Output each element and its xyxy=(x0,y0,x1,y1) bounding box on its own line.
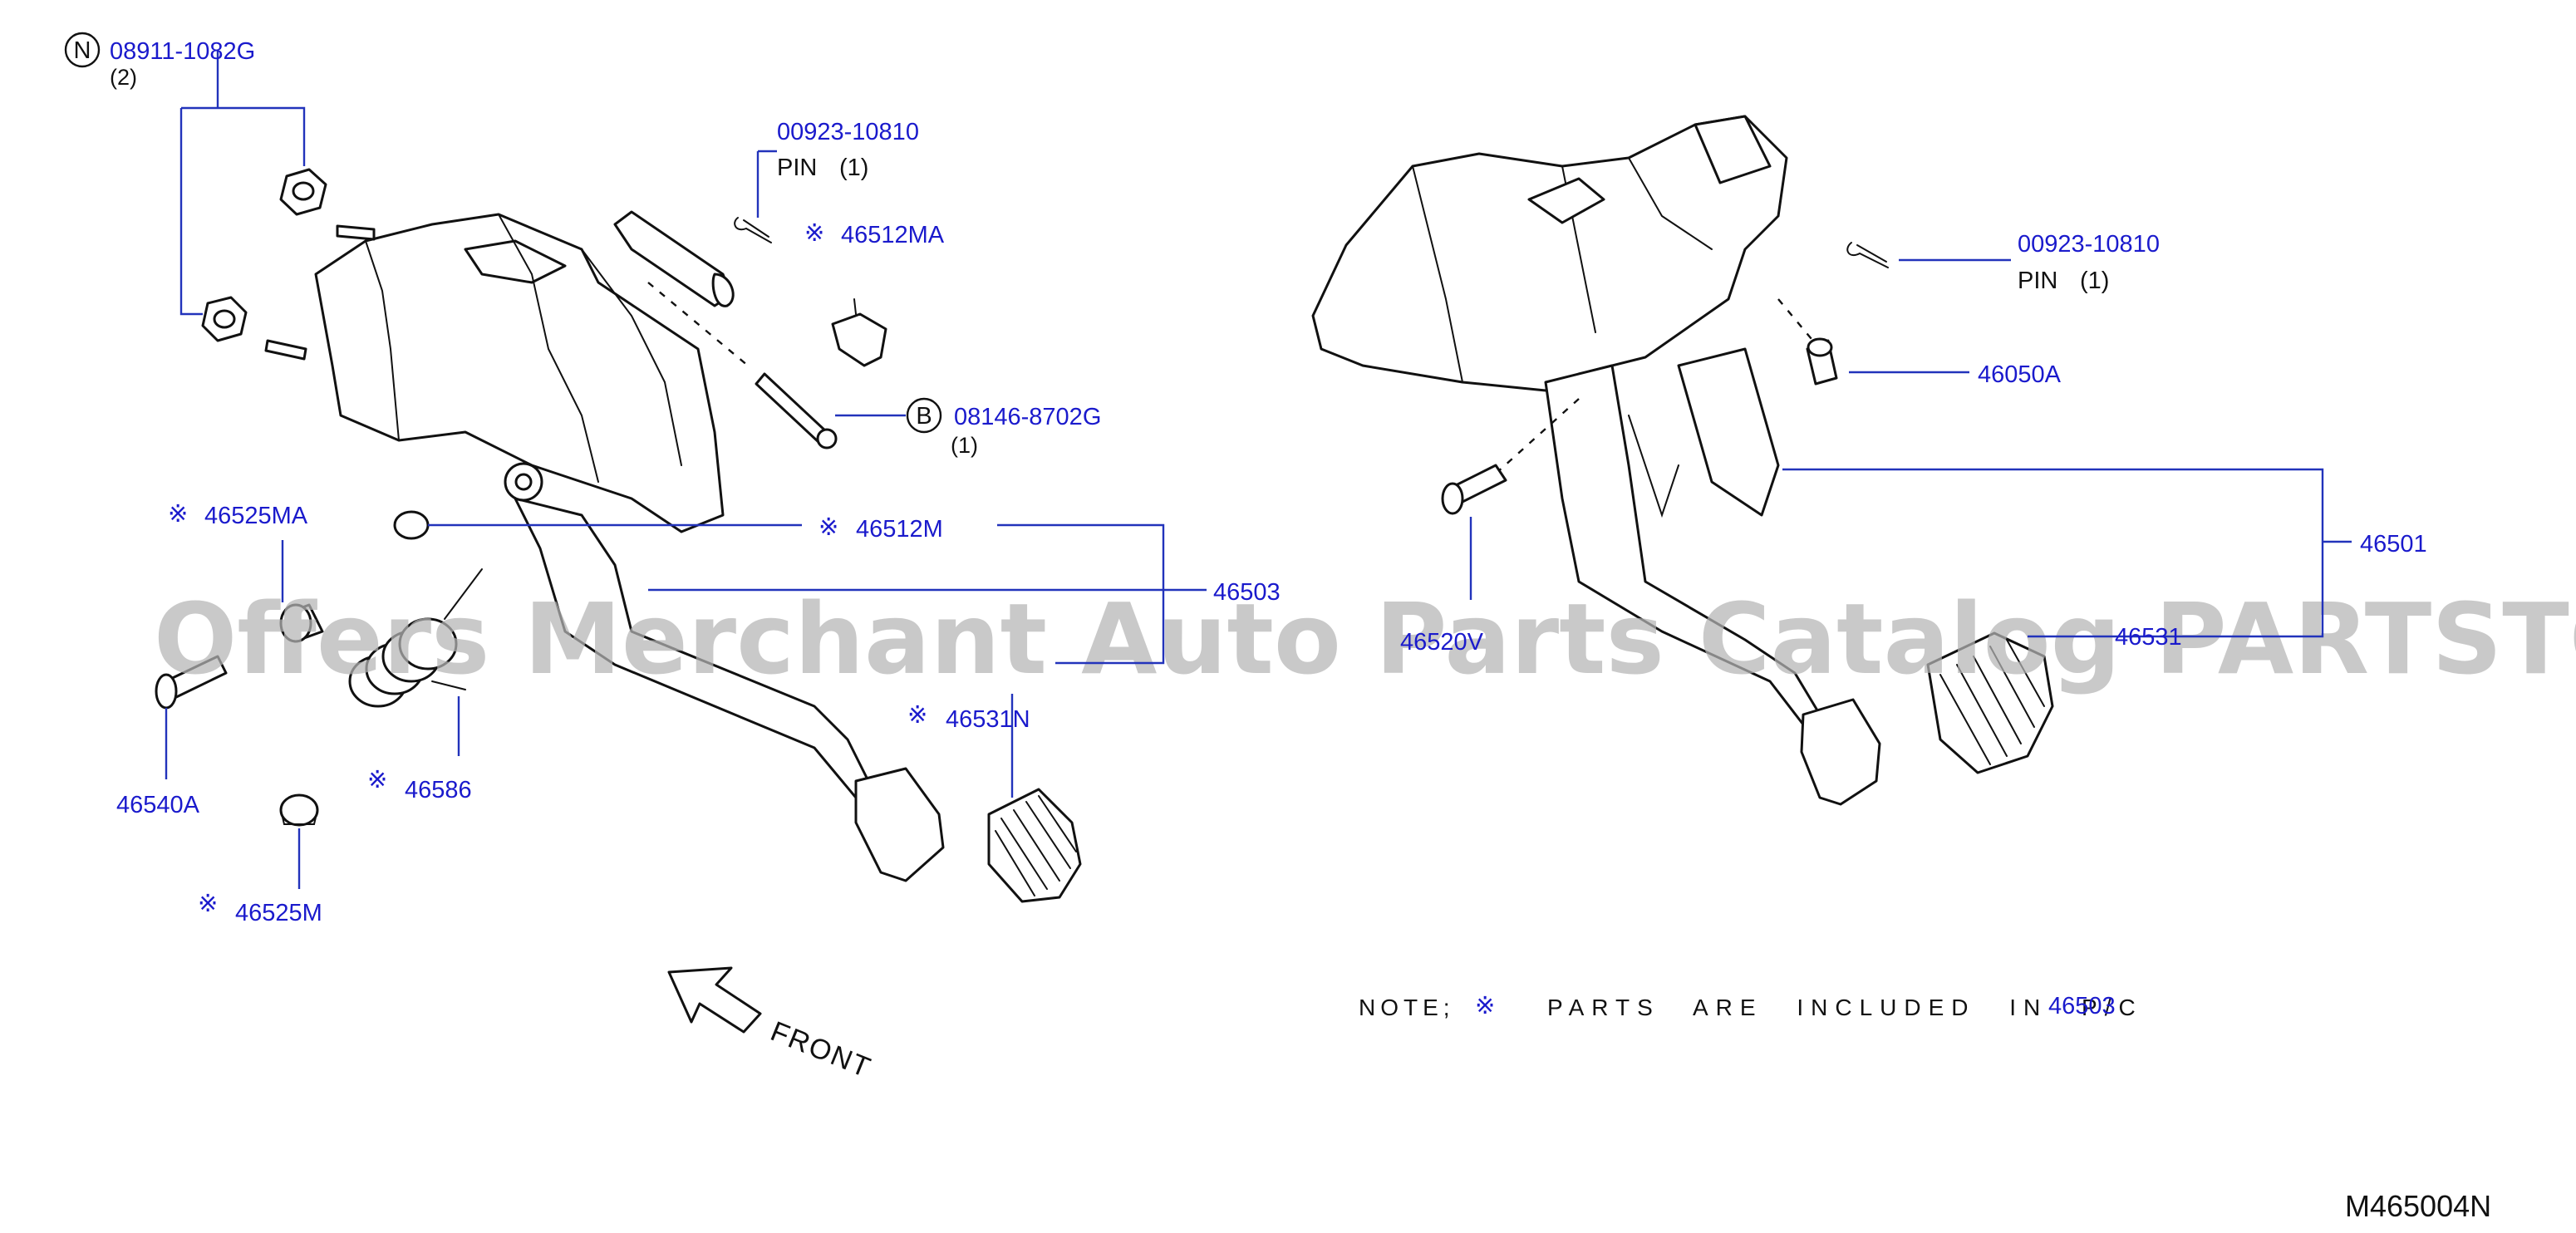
included-mark-46512M: ※ xyxy=(819,514,838,541)
callout-46501[interactable]: 46501 xyxy=(2360,531,2427,558)
callout-46512MA[interactable]: ※ 46512MA xyxy=(804,220,945,248)
note-part-number-46503[interactable]: 46503 xyxy=(2048,993,2116,1019)
pin-name-left: PIN xyxy=(777,155,817,181)
included-mark-46531N: ※ xyxy=(907,702,927,729)
part-number-46540A[interactable]: 46540A xyxy=(116,792,200,818)
part-number-46503[interactable]: 46503 xyxy=(1213,579,1281,606)
callout-46540A[interactable]: 46540A xyxy=(116,792,200,818)
return-spring-46586-drawing xyxy=(348,568,483,708)
part-number-46531N[interactable]: 46531N xyxy=(946,706,1030,733)
included-mark-46512MA: ※ xyxy=(804,220,824,247)
part-number-46520V[interactable]: 46520V xyxy=(1400,629,1484,656)
part-number-46501[interactable]: 46501 xyxy=(2360,531,2427,558)
callout-46525M[interactable]: ※ 46525M xyxy=(198,891,322,926)
pedal-pad-46531-drawing xyxy=(1926,631,2054,774)
part-number-46525MA[interactable]: 46525MA xyxy=(204,503,308,529)
nut-08911-lower-drawing xyxy=(201,296,248,342)
note-line: NOTE; ※ PARTS ARE INCLUDED IN P/C 46503 xyxy=(1359,993,2143,1020)
part-number-08911-1082G[interactable]: 08911-1082G xyxy=(110,38,255,65)
nut-symbol: N xyxy=(74,37,91,64)
callout-46050A[interactable]: 46050A xyxy=(1978,361,2062,388)
leader-lines xyxy=(165,50,2352,889)
qty-08146-8702G: (1) xyxy=(951,433,978,458)
callout-08146-8702G[interactable]: B 08146-8702G (1) xyxy=(906,397,1101,458)
callout-pin-left[interactable]: 00923-10810 PIN (1) xyxy=(777,119,919,181)
clutch-pedal-drawing xyxy=(155,168,1082,1034)
figure-id: M465004N xyxy=(2345,1189,2491,1223)
callout-46503[interactable]: 46503 xyxy=(1213,579,1281,606)
callout-46531[interactable]: 46531 xyxy=(2115,624,2182,651)
part-number-46586[interactable]: 46586 xyxy=(405,777,472,803)
note-included-mark: ※ xyxy=(1475,993,1495,1019)
included-mark-46586: ※ xyxy=(367,767,387,793)
included-mark-46525M: ※ xyxy=(198,891,218,917)
pin-qty-left: (1) xyxy=(839,155,868,181)
watermark: Offers Merchant Auto Parts Catalog PARTS… xyxy=(154,582,2576,696)
part-number-00923-10810-right[interactable]: 00923-10810 xyxy=(2018,231,2160,258)
callout-46525MA[interactable]: ※ 46525MA xyxy=(168,501,308,529)
qty-08911-1082G: (2) xyxy=(110,65,137,90)
included-mark-46525MA: ※ xyxy=(168,501,188,528)
pedal-pad-46531N-drawing xyxy=(987,788,1082,903)
callout-46586[interactable]: ※ 46586 xyxy=(367,767,472,803)
callout-pin-right[interactable]: 00923-10810 PIN (1) xyxy=(2018,231,2160,294)
pin-name-right: PIN xyxy=(2018,268,2057,294)
part-number-08146-8702G[interactable]: 08146-8702G xyxy=(954,404,1101,430)
part-number-46525M[interactable]: 46525M xyxy=(235,900,322,926)
callout-46531N[interactable]: ※ 46531N xyxy=(907,702,1030,733)
pin-qty-right: (1) xyxy=(2080,268,2109,294)
part-number-46512MA[interactable]: 46512MA xyxy=(841,222,945,248)
callout-46520V[interactable]: 46520V xyxy=(1400,629,1484,656)
front-label: FRONT xyxy=(766,1015,876,1084)
callout-08911-1082G[interactable]: N 08911-1082G (2) xyxy=(64,32,255,90)
part-number-46531[interactable]: 46531 xyxy=(2115,624,2182,651)
part-number-00923-10810-left[interactable]: 00923-10810 xyxy=(777,119,919,145)
part-number-46050A[interactable]: 46050A xyxy=(1978,361,2062,388)
callout-46512M[interactable]: ※ 46512M xyxy=(819,514,943,543)
part-number-46512M[interactable]: 46512M xyxy=(856,516,943,543)
note-prefix: NOTE; xyxy=(1359,995,1455,1020)
bolt-symbol: B xyxy=(916,403,932,430)
nut-08911-upper-drawing xyxy=(279,168,327,216)
front-direction-arrow xyxy=(667,966,762,1034)
note-text: PARTS ARE INCLUDED IN P/C xyxy=(1547,995,2143,1020)
brake-pedal-drawing xyxy=(1311,115,2054,806)
